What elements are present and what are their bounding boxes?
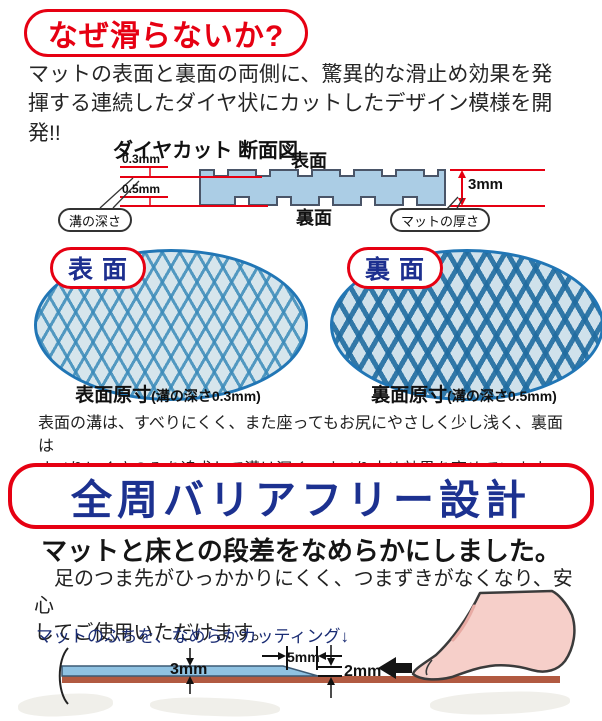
back-swatch-badge: 裏 面 [347,247,443,289]
front-swatch-badge: 表 面 [50,247,146,289]
mat-cross-section [199,169,446,206]
depth-front-label: 0.3mm [122,152,161,166]
depth-front-measure [120,166,262,178]
break-mark [58,647,69,705]
arrow-up-icon [186,676,194,684]
cross-section-diagram: ダイヤカット 断面図 表面 裏面 0.3mm 0.5mm 3mm 溝の深さ マッ… [0,132,602,248]
why-no-slip-title: なぜ滑らないか? [47,20,285,53]
arrow-up-icon [327,677,335,685]
barrier-free-body: 足のつま先がひっかかりにくく、つまずきがなくなり、安心 してご使用いただけます。 [34,568,573,644]
edge-cutting-note: マットのふちを、なめらかカッティング↓ [36,627,349,646]
measure-2mm-label: 2mm [344,663,382,680]
arrow-left-icon [318,652,326,660]
mat-thickness-bubble: マットの厚さ [390,208,491,232]
groove-depth-bubble: 溝の深さ [58,208,133,232]
back-swatch-caption: 裏面原寸(溝の深さ0.5mm) [320,380,602,407]
cross-section-svg [99,166,545,211]
thickness-arrow-bottom [458,198,466,206]
toe-crease [425,659,433,676]
arrow-down-icon [327,658,335,666]
measure-3mm-label: 3mm [170,661,208,678]
back-caption-sub: (溝の深さ0.5mm) [447,388,557,404]
front-swatch-caption: 表面原寸(溝の深さ0.3mm) [24,380,312,407]
floor [62,676,560,683]
step-direction-arrow-icon [378,657,412,679]
intro-text: マットの表面と裏面の両側に、驚異的な滑止め効果を発 揮する連続したダイヤ状にカッ… [28,63,553,145]
edge-diagram-svg [58,589,576,705]
barrier-free-title: 全周バリアフリー設計 [71,477,531,523]
front-surface-label: 表面 [291,151,327,171]
arrow-down-icon [186,658,194,666]
barrier-free-subtitle: マットと床との段差をなめらかにしました。 [41,536,561,566]
measure-2mm [318,645,342,698]
thickness-label: 3mm [468,176,504,193]
foot-shading [451,604,476,642]
thickness-arrow-top [458,170,466,178]
back-caption-main: 裏面原寸 [371,385,448,406]
back-surface-label: 裏面 [296,208,332,228]
arrow-right-icon [278,652,286,660]
depth-back-measure [120,196,268,207]
measure-5mm [262,646,342,670]
foot-illustration [411,589,576,681]
barrier-free-title-box: 全周バリアフリー設計 [8,463,594,529]
front-caption-sub: (溝の深さ0.3mm) [151,388,261,404]
depth-back-label: 0.5mm [122,182,161,196]
front-caption-main: 表面原寸 [75,385,152,406]
diagram-title: ダイヤカット 断面図 [113,140,298,162]
measure-5mm-label: 5mm [287,649,320,665]
why-no-slip-badge: なぜ滑らないか? [24,9,308,57]
